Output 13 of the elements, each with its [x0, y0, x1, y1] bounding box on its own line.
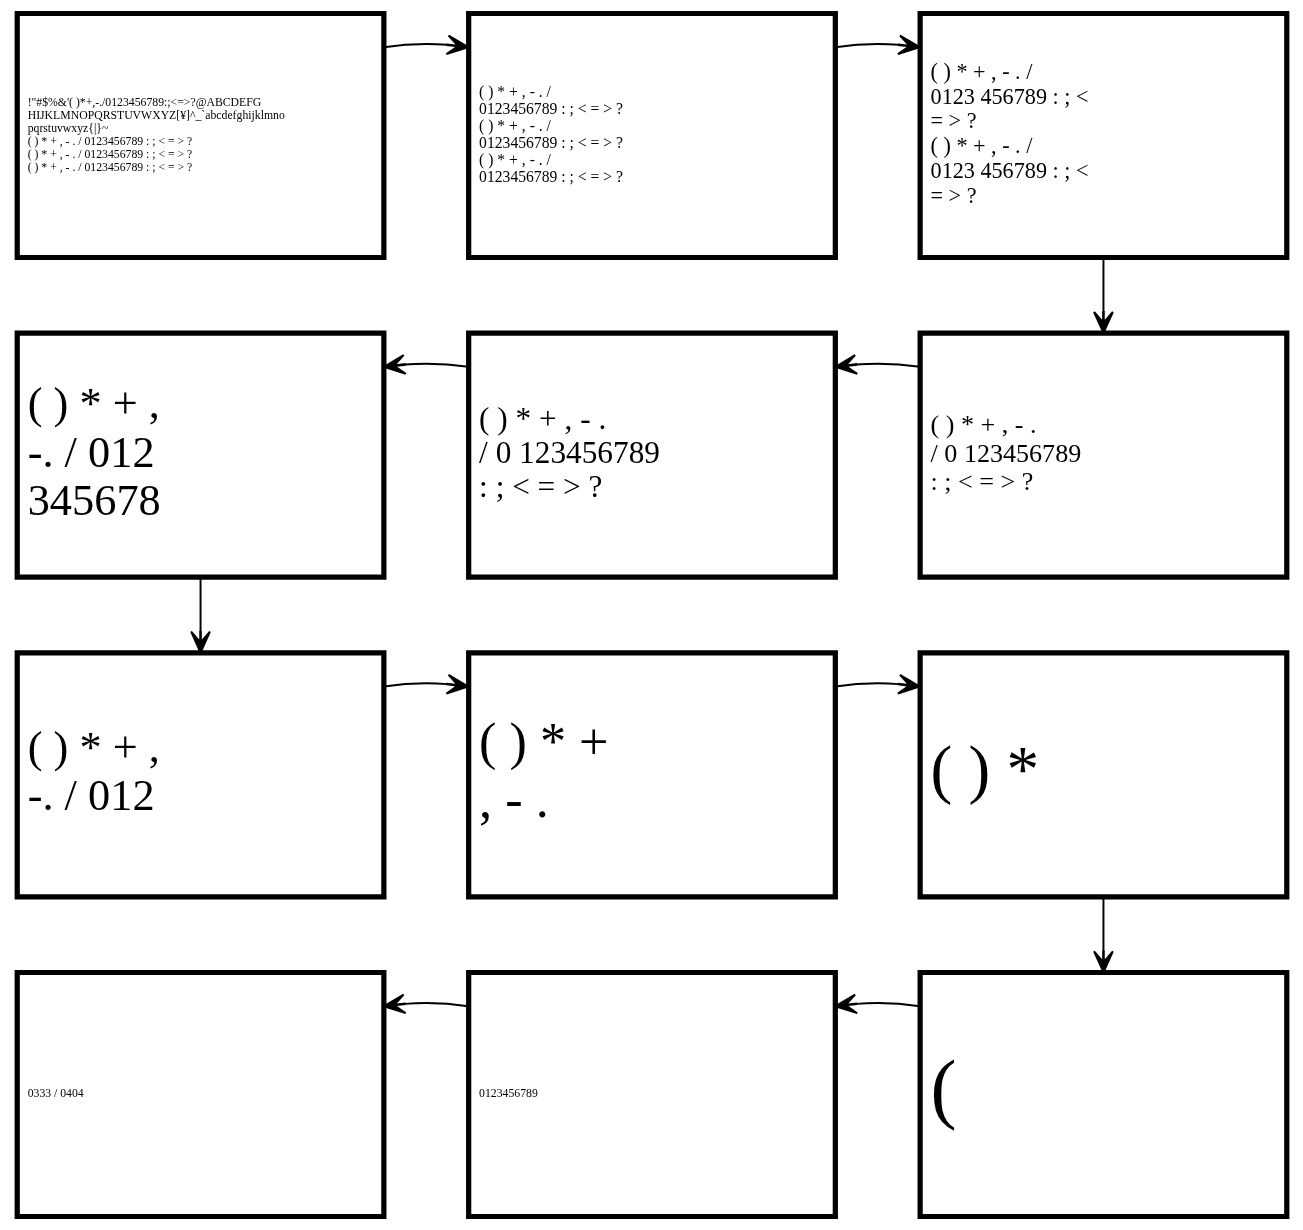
node-box: ( — [917, 969, 1289, 1220]
node-box: ( ) * + , - . / 0123456789 : ; < = > ? ( ) * + , - . / 0123456789 : ; < = > ? ( ) * + , - . / 0123456789 : ; < = > ? — [465, 10, 838, 261]
node-box: ( ) * + , -. / 012 345678 — [14, 330, 386, 580]
node-box: ( ) * + , - . / 0 123456789 : ; < = > ? — [917, 330, 1289, 580]
arrow — [189, 576, 211, 654]
node-box: ( ) * + , -. / 012 — [14, 650, 386, 900]
node-box: ( ) * + , - . / 0 123456789 : ; < = > ? — [465, 330, 838, 580]
node-box: ( ) * + , - . — [465, 650, 838, 900]
node-box: !"#$%&'( )*+,-./0123456789:;<=>?@ABCDEFG HIJKLMNOPQRSTUVWXYZ[¥]^_`abcdefghijklmno pqrstuvwxyz{|}~ ( ) * + , - . / 0123456789 : ; < = > ? ( ) * + , - . / 0123456789 : ; < = > ? ( ) * + , - . / 0123456789 : ; < = > ? — [14, 10, 386, 261]
node-box: ( ) * + , - . / 0123 456789 : ; < = > ? ( ) * + , - . / 0123 456789 : ; < = > ? — [917, 10, 1289, 261]
node-box: ( ) * — [917, 650, 1289, 900]
node-box: 0123456789 — [465, 969, 838, 1220]
node-box: 0333 / 0404 — [14, 969, 386, 1220]
